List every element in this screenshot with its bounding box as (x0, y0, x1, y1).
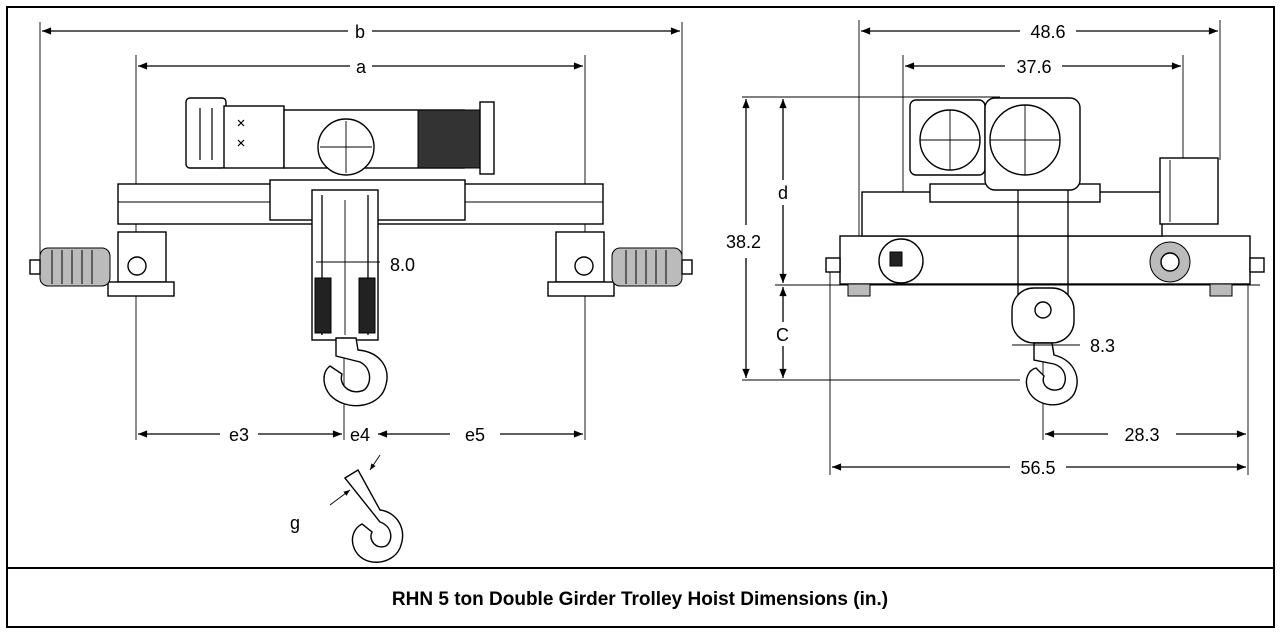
left-brake-motor (39, 247, 111, 287)
trolley-motor (1159, 157, 1219, 225)
dim-label-8-3: 8.3 (1090, 336, 1115, 356)
hook (323, 337, 388, 407)
dim-label-a: a (356, 57, 367, 77)
right-wheel (574, 256, 594, 276)
left-load-chain (314, 277, 332, 334)
outer-border (6, 6, 1275, 628)
dim-label-C: C (776, 325, 789, 345)
left-wheel (127, 256, 147, 276)
dim-label-g: g (290, 513, 300, 533)
dim-label-48-6: 48.6 (1030, 22, 1065, 42)
dim-label-d: d (778, 183, 788, 203)
dim-label-b: b (355, 22, 365, 42)
motor-body (223, 105, 285, 169)
dim-label-38-2: 38.2 (726, 232, 761, 252)
dim-label-e4: e4 (350, 425, 370, 445)
left-end-truck (117, 231, 167, 283)
left-wheel-base (107, 281, 175, 297)
right-load-chain (358, 277, 376, 334)
control-panel (417, 109, 481, 169)
side-view: b a 8.0 (29, 22, 693, 563)
drum-flange (479, 101, 495, 175)
right-brake-motor (611, 247, 683, 287)
detail-hook (343, 469, 404, 563)
dim-label-28-3: 28.3 (1124, 425, 1159, 445)
dim-label-e5: e5 (465, 425, 485, 445)
caption-text: RHN 5 ton Double Girder Trolley Hoist Di… (392, 589, 888, 610)
dim-label-8-0: 8.0 (390, 255, 415, 275)
right-wheel-base (547, 281, 615, 297)
dim-label-37-6: 37.6 (1016, 57, 1051, 77)
end-hook (1025, 342, 1078, 406)
motor-end-cap (185, 97, 227, 169)
dim-label-56-5: 56.5 (1020, 458, 1055, 478)
end-view: 48.6 37.6 38.2 d C (726, 20, 1265, 478)
dim-label-e3: e3 (229, 425, 249, 445)
